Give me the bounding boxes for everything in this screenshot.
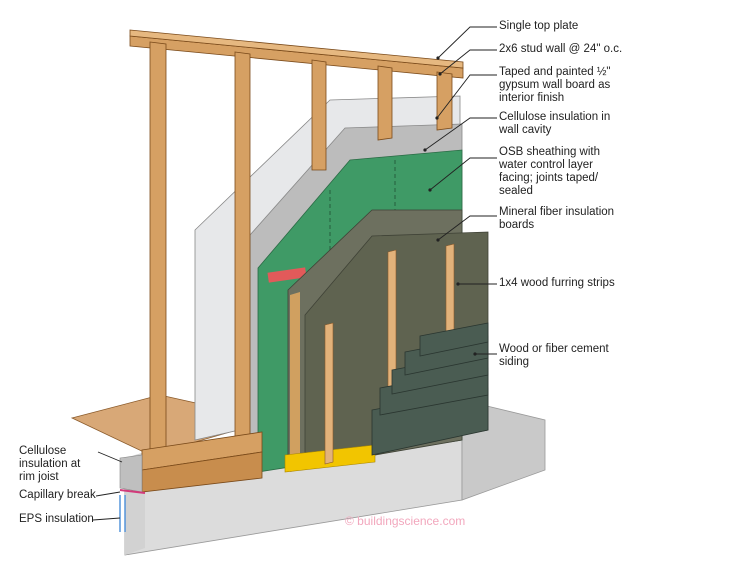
- tape-strip: [267, 267, 307, 283]
- label-furring: 1x4 wood furring strips: [499, 277, 615, 289]
- stud-wall-framing: [119, 29, 464, 493]
- label-osb: OSB sheathing with water control layer f…: [499, 146, 601, 197]
- label-mineral-fiber: Mineral fiber insulation boards: [499, 206, 615, 231]
- label-cellulose-rim: Cellulose insulation at rim joist: [19, 445, 81, 483]
- label-top-plate: Single top plate: [499, 20, 579, 32]
- label-cellulose-cavity: Cellulose insulation in wall cavity: [499, 111, 611, 136]
- siding: [371, 322, 489, 456]
- label-stud-wall: 2x6 stud wall @ 24" o.c.: [499, 43, 623, 55]
- label-siding: Wood or fiber cement siding: [499, 343, 609, 368]
- label-gypsum: Taped and painted ½" gypsum wall board a…: [499, 66, 611, 104]
- watermark: © buildingscience.com: [345, 514, 466, 528]
- label-eps: EPS insulation: [19, 513, 94, 525]
- label-capillary: Capillary break: [19, 489, 96, 501]
- leader-lines: [92, 26, 497, 521]
